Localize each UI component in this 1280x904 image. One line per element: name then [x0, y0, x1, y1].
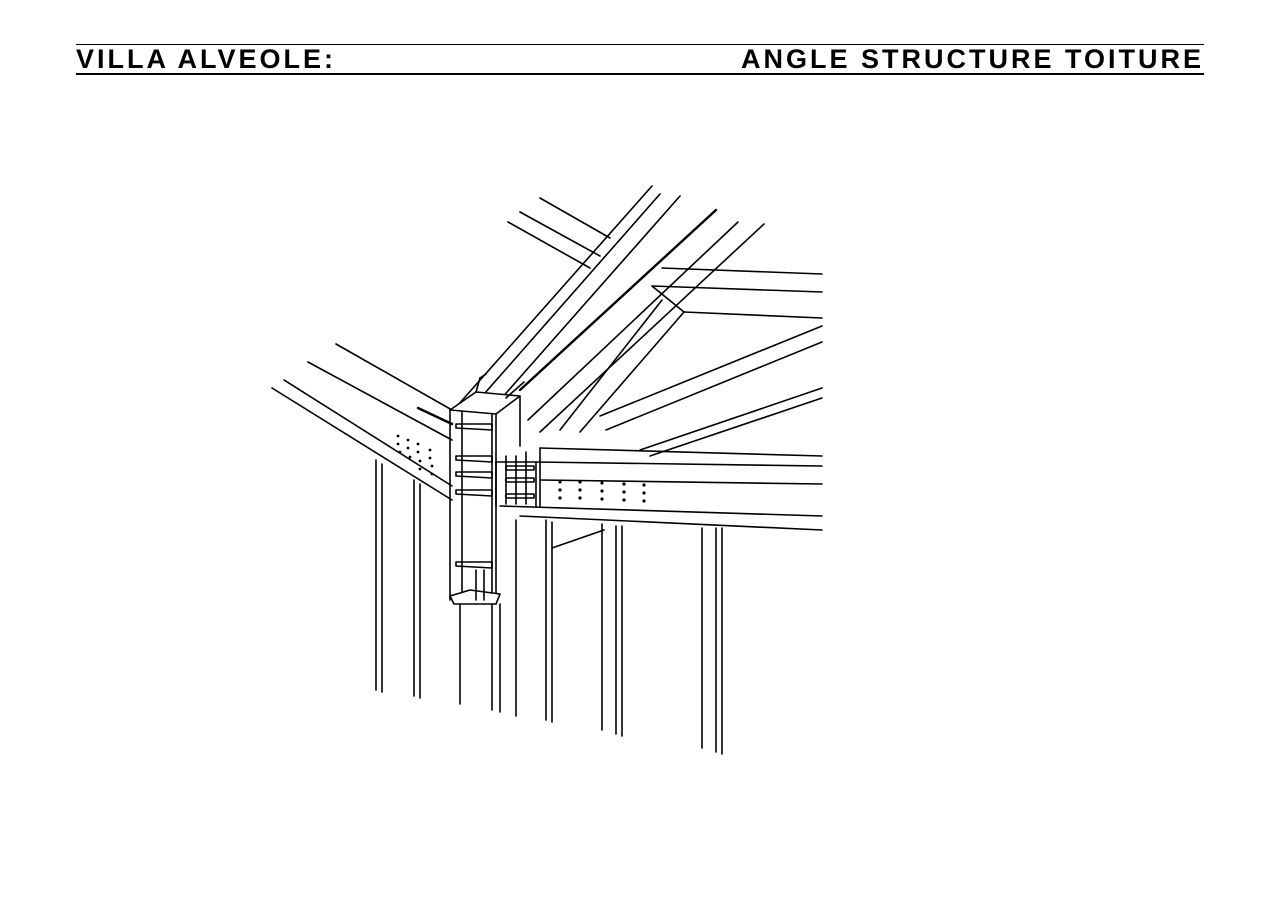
lower-brace — [551, 529, 605, 549]
drawing-subject: ANGLE STRUCTURE TOITURE — [740, 44, 1204, 74]
back-rafter — [507, 197, 611, 269]
hip-beam — [457, 185, 765, 433]
project-title: VILLA ALVEOLE: — [76, 44, 336, 74]
vertical-posts — [375, 459, 723, 755]
left-eave-beam — [271, 343, 454, 501]
title-block: VILLA ALVEOLE: ANGLE STRUCTURE TOITURE — [76, 44, 1204, 75]
beam-connection-plates — [495, 451, 537, 507]
right-eave-beam — [499, 447, 823, 531]
upper-right-beam — [651, 267, 823, 319]
right-beam-bolt-holes — [558, 480, 646, 503]
roof-diagonal-members — [559, 299, 823, 457]
corner-column — [449, 373, 525, 605]
left-beam-bolt-holes — [396, 434, 434, 476]
column-stiffener-plates — [455, 423, 493, 601]
